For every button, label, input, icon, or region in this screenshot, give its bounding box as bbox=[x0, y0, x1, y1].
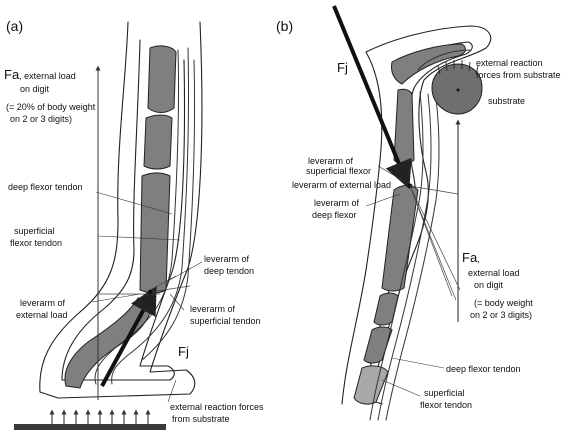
phalanx-b-5 bbox=[363, 326, 393, 364]
tendon-sheath-a bbox=[141, 59, 196, 361]
leverarm-superficial-label-a-2: superficial tendon bbox=[190, 316, 261, 326]
leader-leverarm-deep-a bbox=[165, 261, 203, 283]
leverarm-external-label-a-2: external load bbox=[16, 310, 68, 320]
leverarm-external-label-b: leverarm of external load bbox=[292, 180, 391, 190]
digit-a-inner-outline bbox=[61, 39, 186, 381]
leader-reaction-a bbox=[167, 379, 177, 403]
fj-label-b: Fj bbox=[337, 60, 348, 75]
leverarm-lines-b-3 bbox=[409, 185, 457, 301]
superficial-label-a-2: flexor tendon bbox=[10, 238, 62, 248]
substrate-center-dot bbox=[456, 88, 460, 92]
fa-label-b: Fa, bbox=[462, 250, 480, 265]
leader-leverarm-superficial-b bbox=[377, 165, 403, 181]
fa-note1-a: (= 20% of body weight bbox=[6, 102, 96, 112]
leverarm-deep-label-a-1: leverarm of bbox=[204, 254, 250, 264]
substrate-reaction-arrows-b bbox=[437, 60, 479, 75]
leverarm-deep-label-a-2: deep tendon bbox=[204, 266, 254, 276]
leader-leverarm-superficial-a bbox=[169, 293, 185, 311]
reaction-label-a-1: external reaction forces bbox=[170, 402, 264, 412]
phalanx-a-4 bbox=[64, 297, 153, 389]
leverarm-deep-label-b-1: leverarm of bbox=[314, 198, 360, 208]
phalanx-a-3 bbox=[139, 172, 171, 294]
digit-a-outer-outline bbox=[39, 21, 203, 399]
phalanx-a-2 bbox=[143, 114, 173, 170]
superficial-flexor-tendon-a bbox=[111, 47, 190, 385]
deep-flexor-tendon-b bbox=[369, 49, 471, 421]
panel-b-label: (b) bbox=[276, 18, 293, 34]
fa-line1-b: external load bbox=[468, 268, 520, 278]
leader-deep-flexor-a bbox=[95, 191, 173, 215]
fa-note2-a: on 2 or 3 digits) bbox=[10, 114, 72, 124]
leverarm-external-label-a-1: leverarm of bbox=[20, 298, 66, 308]
leverarm-superficial-label-a-1: leverarm of bbox=[190, 304, 236, 314]
substrate-label-b: substrate bbox=[488, 96, 525, 106]
leader-leverarm-deep-b bbox=[365, 193, 401, 207]
leverarm-deep-label-b-2: deep flexor bbox=[312, 210, 357, 220]
phalanx-a-1 bbox=[147, 45, 177, 113]
superficial-flexor-tendon-b bbox=[377, 93, 432, 421]
leverarm-lines-b-4 bbox=[409, 185, 453, 297]
fj-arrow-b bbox=[332, 5, 412, 189]
leverarm-superficial-label-b-2: superficial flexor bbox=[306, 166, 371, 176]
deep-flexor-label-a: deep flexor tendon bbox=[8, 182, 83, 192]
panel-b: (b) bbox=[276, 5, 561, 421]
phalanx-b-2 bbox=[393, 88, 415, 165]
leverarm-superficial-line-a bbox=[149, 285, 191, 293]
fj-arrow-a bbox=[100, 285, 157, 387]
leader-deep-flexor-b bbox=[391, 357, 445, 369]
superficial-label-b-2: flexor tendon bbox=[420, 400, 472, 410]
panel-a: (a) bbox=[4, 18, 264, 430]
joint-center-a bbox=[147, 289, 153, 295]
leverarm-superficial-label-b-1: leverarm of bbox=[308, 156, 354, 166]
substrate-base-a bbox=[14, 424, 166, 430]
leader-leverarm-external-a bbox=[91, 293, 141, 303]
reaction-label-b-2: forces from substrate bbox=[476, 70, 561, 80]
reaction-label-a-2: from substrate bbox=[172, 414, 230, 424]
fa-note2-b: on 2 or 3 digits) bbox=[470, 310, 532, 320]
leverarm-lines-b-1 bbox=[409, 185, 459, 195]
leverarm-lines-b-2 bbox=[409, 185, 461, 291]
fa-line2-b: on digit bbox=[474, 280, 504, 290]
reaction-force-arrows-a bbox=[49, 409, 151, 424]
phalanx-b-4 bbox=[373, 292, 399, 326]
leader-superficial-b bbox=[381, 379, 421, 397]
tendon-sheath-b bbox=[385, 97, 440, 421]
leader-superficial-a bbox=[97, 235, 181, 241]
phalanx-b-6 bbox=[353, 365, 389, 405]
leverarm-deep-line-a bbox=[149, 275, 177, 291]
fa-note1-b: (= body weight bbox=[474, 298, 533, 308]
deep-flexor-label-b: deep flexor tendon bbox=[446, 364, 521, 374]
phalanx-b-1 bbox=[391, 43, 466, 85]
superficial-label-a-1: superficial bbox=[14, 226, 55, 236]
panel-a-label: (a) bbox=[6, 18, 23, 34]
fa-line2-a: on digit bbox=[20, 84, 50, 94]
fa-label-a: Fa, external load bbox=[4, 67, 76, 82]
fj-label-a: Fj bbox=[178, 344, 189, 359]
superficial-label-b-1: superficial bbox=[424, 388, 465, 398]
digit-b-outer-outline-2 bbox=[341, 51, 383, 405]
reaction-label-b-1: external reaction bbox=[476, 58, 543, 68]
